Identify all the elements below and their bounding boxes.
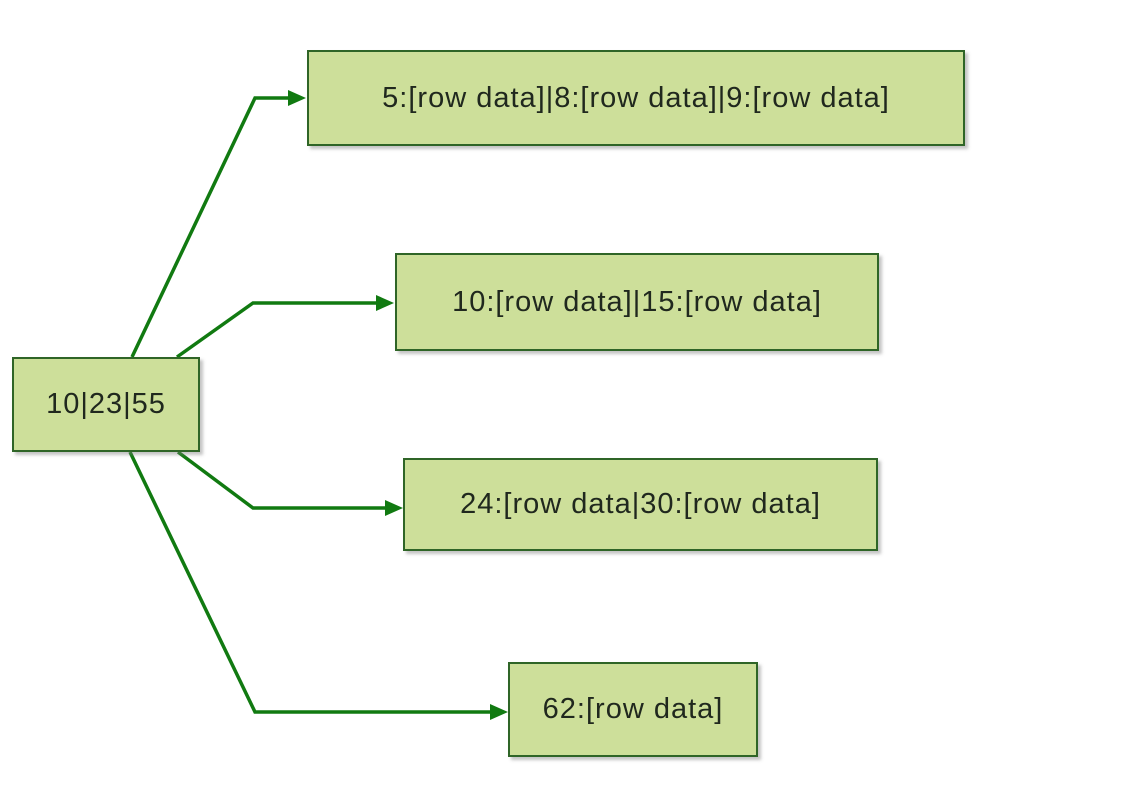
node-leaf-1-label: 10:[row data]|15:[row data]: [452, 285, 822, 318]
node-leaf-0-label: 5:[row data]|8:[row data]|9:[row data]: [382, 81, 890, 114]
node-leaf-3-label: 62:[row data]: [542, 693, 724, 725]
arrowhead-icon: [490, 704, 508, 720]
node-leaf-3: 62:[row data]: [508, 662, 758, 757]
node-leaf-0: 5:[row data]|8:[row data]|9:[row data]: [307, 50, 965, 146]
arrowhead-icon: [288, 90, 306, 106]
arrowhead-icon: [385, 500, 403, 516]
node-root-label: 10|23|55: [46, 388, 166, 420]
edge-root-to-leaf-2: [176, 450, 403, 516]
edge-root-to-leaf-0: [130, 90, 306, 358]
node-leaf-2-label: 24:[row data|30:[row data]: [460, 488, 821, 520]
arrowhead-icon: [376, 295, 394, 311]
node-leaf-2: 24:[row data|30:[row data]: [403, 458, 878, 551]
node-root: 10|23|55: [12, 357, 200, 452]
edge-root-to-leaf-3: [128, 451, 508, 720]
edge-root-to-leaf-1: [175, 295, 394, 359]
node-leaf-1: 10:[row data]|15:[row data]: [395, 253, 879, 351]
